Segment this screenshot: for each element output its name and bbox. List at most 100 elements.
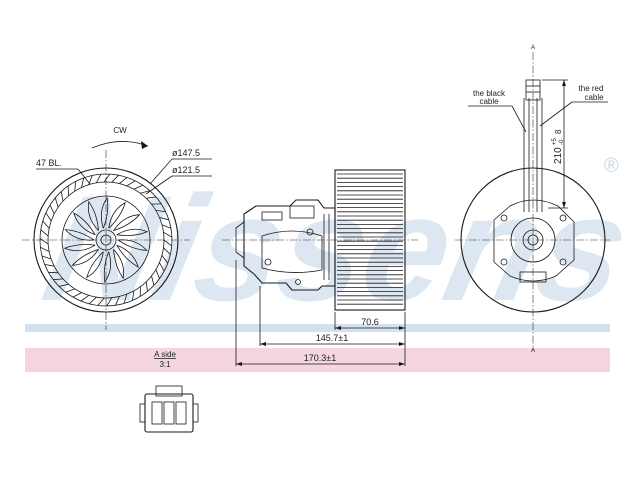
impeller-blade [161,224,172,229]
connector-tab-right [192,403,199,423]
impeller-blade [111,174,119,183]
impeller-blade [123,293,128,304]
red-cable-leader-tail [539,101,573,127]
watermark-logo: Nissens [32,166,640,333]
fan-drum-vanes [337,173,403,305]
hub-spoke [113,249,125,280]
dim-motor-length-arrow-right [399,342,405,346]
impeller-blade [159,217,169,221]
hub-spoke [86,251,104,279]
black-cable-leader-tail [511,105,527,133]
hub-spoke [116,228,149,236]
impeller-blade [132,290,135,301]
hub-spoke [64,229,95,241]
motor-front-cap [235,221,245,259]
front-view: CW 47 BL. ø147.5 ø121.5 [22,126,212,330]
impeller-blade [39,238,49,245]
view-marker-top: A [531,45,535,51]
impeller-blade [88,296,97,305]
impeller-blade [80,295,90,302]
cable-tolerance-plus: +5 [552,137,558,145]
pink-band [25,348,610,372]
impeller-blade [60,191,64,202]
rear-motor-shaft-center [527,234,539,246]
motor-connector-top [289,205,315,219]
dim-total-length-arrow-right [399,362,405,366]
black-cable-label-line2: cable [479,97,499,106]
impeller-blade [133,184,143,190]
dim-fan-depth-arrow-left [335,326,341,330]
impeller-blade [53,278,64,281]
rotation-arrow [91,141,149,149]
front-outer-ring [33,167,179,313]
impeller-blade [81,177,85,188]
rear-outer-ring [460,167,606,313]
impeller-blade [163,231,173,238]
side-view: 70.6 145.7±1 170.3±1 [222,169,418,366]
impeller-blade [119,177,128,184]
inner-diameter-label: ø121.5 [172,165,200,175]
impeller-blade [48,271,59,274]
watermark-registered-mark: ® [604,155,619,177]
impeller-blade [140,190,150,194]
connector-tab-left [139,403,146,423]
rear-terminal-block [519,271,547,283]
impeller-blade [155,269,160,279]
rear-mount-hole-3 [500,258,508,266]
hub-spoke [73,212,96,236]
blade-count-leader-tail [77,168,91,185]
connector-pin-2 [163,401,175,425]
rear-motor-plate [493,199,575,282]
impeller-blade [115,296,120,306]
red-cable-label-line2: cable [584,93,604,102]
impeller-blade [42,220,50,229]
cable-length-arrow-bottom [562,202,566,208]
impeller-blade [45,212,52,222]
front-hub-outer [61,195,151,285]
rear-mount-hole-1 [500,214,508,222]
rear-view: A A the black cable the red cable [455,45,610,354]
impeller-blade [163,239,172,247]
motor-body-curve [261,230,323,273]
impeller-blade [103,173,111,183]
rotation-arrowhead [141,141,148,149]
impeller-blade [163,247,171,255]
impeller-blade [161,255,169,264]
blue-band [25,324,610,332]
hub-spoke [113,214,141,231]
cable-connector [525,79,541,101]
front-hub-center [100,234,112,246]
motor-screw-1 [264,258,272,266]
impeller-blade [126,180,136,187]
cable-tolerance-extra: 8 [554,129,563,134]
front-spokes [63,196,149,284]
rotation-label: CW [113,126,127,135]
hub-spoke [108,201,126,229]
impeller-blade [72,292,82,298]
impeller-blade [67,185,69,196]
motor-screw-3 [295,279,301,285]
blade-count-label: 47 BL. [36,158,62,168]
hub-spoke [63,244,96,252]
detail-title: A side [154,350,176,359]
cable-tolerance-minus: -0 [559,139,565,145]
hub-spoke [87,200,99,231]
connector-pin-3 [175,401,187,425]
rear-motor-ring [510,217,556,263]
black-cable-label-line1: the black [473,89,506,98]
dim-fan-depth-arrow-right [399,326,405,330]
impeller-blade [58,283,69,287]
impeller-blade [97,297,105,306]
hub-spoke [71,249,99,266]
hub-spoke [117,239,148,251]
hub-spoke [100,196,109,229]
impeller-blade [96,174,102,183]
front-hub-inner [95,229,117,251]
hub-spoke [116,244,139,268]
detail-scale: 3:1 [159,360,171,369]
impeller-blade [145,281,148,292]
cable-length-label: 210 [553,147,564,164]
dim-fan-depth-label: 70.6 [361,317,379,327]
dim-motor-length-label: 145.7±1 [316,333,348,343]
